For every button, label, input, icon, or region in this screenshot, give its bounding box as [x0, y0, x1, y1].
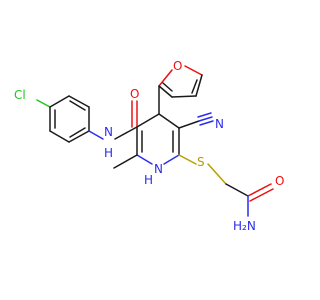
- chlorophenyl-ring: [36, 95, 90, 143]
- cyano-group: [178, 112, 214, 129]
- bond-double: [162, 82, 173, 92]
- amide-h-label: H: [104, 146, 113, 160]
- bond: [178, 120, 200, 129]
- bond-triple: [199, 120, 214, 126]
- bond-c-n: [88, 130, 104, 140]
- bond-c-n: [163, 154, 180, 165]
- bond: [49, 95, 70, 108]
- bond-double: [69, 127, 86, 138]
- amide-group: [88, 100, 138, 140]
- bond-s-c: [207, 163, 227, 185]
- bond: [171, 95, 197, 98]
- bond-n-c: [114, 126, 138, 140]
- thioacetamide-chain: [178, 154, 274, 217]
- structure-svg: Cl N H O O N N H S O H₂N: [14, 59, 284, 233]
- bond: [49, 130, 70, 143]
- amide-o-label: O: [130, 87, 139, 101]
- furan-o-label: O: [173, 59, 182, 73]
- cyano-n-label: N: [215, 117, 224, 131]
- bond: [68, 130, 90, 143]
- sulfur-label: S: [197, 155, 205, 169]
- bond-triple: [198, 116, 213, 122]
- bond-cl-c: [36, 99, 51, 108]
- chlorine-label: Cl: [14, 88, 26, 102]
- bond: [68, 95, 90, 108]
- bond-n-c: [136, 154, 153, 165]
- furan-ring: [158, 65, 203, 115]
- bond-o-c: [184, 65, 203, 76]
- bond-double: [69, 100, 86, 111]
- bond-double: [191, 79, 198, 94]
- carbamoyl-o-label: O: [275, 174, 284, 188]
- dihydropyridine-ring: [113, 113, 180, 169]
- bond: [158, 113, 180, 129]
- bond-c-o: [247, 183, 272, 197]
- bond: [136, 113, 160, 128]
- bond-c-o: [158, 69, 173, 87]
- bond: [195, 74, 203, 97]
- bond-triple: [197, 112, 212, 118]
- molecule-diagram: Cl N H O O N N H S O H₂N: [14, 59, 284, 233]
- bond-c-s: [178, 154, 197, 165]
- bond-c-o-double: [249, 188, 274, 202]
- carbamoyl-nh2-label: H₂N: [233, 219, 256, 233]
- bond: [225, 183, 249, 197]
- ring-h-label: H: [144, 173, 153, 187]
- bond-methyl: [113, 154, 138, 169]
- bond: [158, 85, 173, 98]
- amide-n-label: N: [104, 125, 113, 139]
- ring-n-label: N: [154, 162, 163, 176]
